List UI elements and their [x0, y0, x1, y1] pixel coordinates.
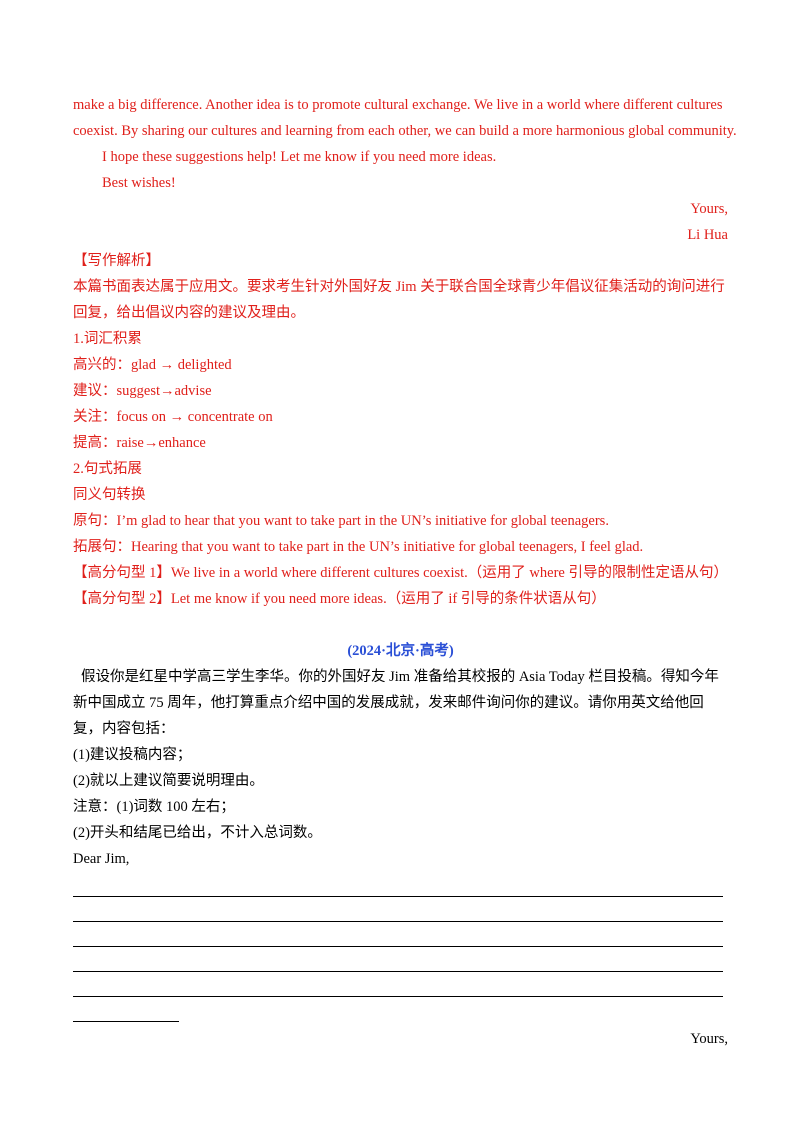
high-score-pattern-1: 【高分句型 1】We live in a world where differe… — [73, 565, 728, 581]
sample-essay: make a big difference. Another idea is t… — [73, 92, 737, 248]
answer-line[interactable] — [73, 972, 723, 997]
original-sentence: 原句：I’m glad to hear that you want to tak… — [73, 513, 609, 529]
essay-line: Best wishes! — [102, 175, 176, 191]
analysis-heading: 【写作解析】 — [73, 253, 160, 269]
high-score-pattern-2: 【高分句型 2】Let me know if you need more ide… — [73, 591, 606, 607]
writing-analysis: 【写作解析】 本篇书面表达属于应用文。要求考生针对外国好友 Jim 关于联合国全… — [73, 248, 728, 612]
answer-line[interactable] — [73, 947, 723, 972]
vocab-title: 1.词汇积累 — [73, 331, 142, 347]
task-point: (2)就以上建议简要说明理由。 — [73, 773, 264, 789]
vocab-item: 高兴的：glad → delighted — [73, 357, 232, 373]
essay-signature: Li Hua — [687, 227, 728, 243]
vocab-item: 提高：raise→enhance — [73, 435, 206, 451]
writing-task: 假设你是红星中学高三学生李华。你的外国好友 Jim 准备给其校报的 Asia T… — [73, 664, 728, 1052]
vocab-item: 关注：focus on → concentrate on — [73, 409, 273, 425]
essay-closing: Yours, — [690, 201, 728, 217]
answer-line[interactable] — [73, 922, 723, 947]
task-point: (1)建议投稿内容； — [73, 747, 192, 763]
analysis-intro: 本篇书面表达属于应用文。要求考生针对外国好友 Jim 关于联合国全球青少年倡议征… — [73, 279, 725, 321]
answer-line[interactable] — [73, 872, 723, 897]
task-note: 注意：(1)词数 100 左右； — [73, 799, 235, 815]
sentence-title: 2.句式拓展 — [73, 461, 142, 477]
letter-greeting: Dear Jim, — [73, 851, 130, 867]
vocab-item: 建议：suggest→advise — [73, 383, 212, 399]
task-prompt: 假设你是红星中学高三学生李华。你的外国好友 Jim 准备给其校报的 Asia T… — [73, 669, 719, 737]
question-source: (2024·北京·高考) — [347, 643, 454, 659]
essay-line: I hope these suggestions help! Let me kn… — [102, 149, 497, 165]
synonym-title: 同义句转换 — [73, 487, 146, 503]
essay-line: make a big difference. Another idea is t… — [73, 97, 723, 113]
answer-area[interactable] — [73, 872, 728, 1022]
expanded-sentence: 拓展句：Hearing that you want to take part i… — [73, 539, 644, 555]
answer-line-short[interactable] — [73, 997, 179, 1022]
essay-line: coexist. By sharing our cultures and lea… — [73, 123, 737, 139]
document-page: make a big difference. Another idea is t… — [73, 92, 737, 1052]
task-note: (2)开头和结尾已给出，不计入总词数。 — [73, 825, 322, 841]
letter-closing: Yours, — [690, 1031, 728, 1047]
answer-line[interactable] — [73, 897, 723, 922]
